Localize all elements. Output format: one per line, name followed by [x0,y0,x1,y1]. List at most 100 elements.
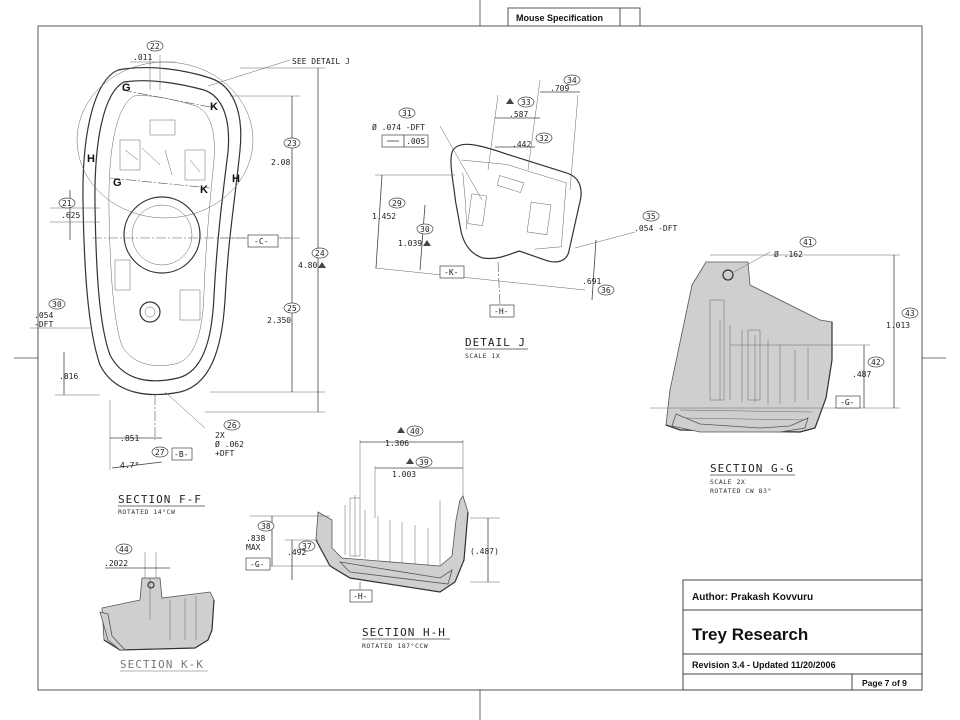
revision-field: Revision 3.4 - Updated 11/20/2006 [692,660,836,670]
section-gg-title: SECTION G-G [710,462,794,475]
svg-text:22: 22 [150,42,160,51]
svg-text:-K-: -K- [444,268,458,277]
svg-text:27: 27 [155,448,165,457]
bubble-43: 43 [901,307,919,319]
bubble-44: 44 [115,543,133,555]
bubble-34: 34 [563,74,581,86]
section-kk-view: 44 .2022 SECTION K-K [99,543,215,672]
dim-1-039: 1.039 [398,239,422,248]
svg-text:26: 26 [227,421,237,430]
cut-label-h-right: H [232,173,240,185]
bubble-23: 23 [283,137,301,149]
dim-851: .851 [120,434,139,443]
svg-text:42: 42 [871,358,881,367]
svg-text:44: 44 [119,545,129,554]
svg-text:31: 31 [402,109,412,118]
dim-4-80: 4.80 [298,261,317,270]
dim-691: .691 [582,277,601,286]
bubble-36: 36 [597,284,615,296]
svg-text:32: 32 [539,134,549,143]
bubble-33: 33 [517,96,535,108]
cut-label-k-top: K [210,101,218,113]
dim-709: .709 [550,84,569,93]
svg-text:-B-: -B- [174,450,188,459]
bubble-42: 42 [867,356,885,368]
section-ff-view: G G H H K K -C- -B- SEE DETAIL J [30,40,350,516]
dim-625: .625 [61,211,80,220]
dim-1-003: 1.003 [392,470,416,479]
sheet-header: Mouse Specification [507,7,641,27]
svg-text:-G-: -G- [250,560,264,569]
company-name: Trey Research [692,625,808,644]
cut-label-g-top: G [122,82,131,94]
dim-492: .492 [287,548,306,557]
svg-text:30: 30 [52,300,62,309]
bubble-41: 41 [799,236,817,248]
dim-1-452: 1.452 [372,212,396,221]
dim-487: .487 [852,370,871,379]
datum-g-gg: -G- [835,395,861,409]
bubble-27: 27 [151,446,169,458]
datum-triangle-icon [318,262,326,268]
svg-text:30: 30 [420,225,430,234]
svg-text:36: 36 [601,286,611,295]
datum-c: -C- [247,234,279,248]
dim-816: .816 [59,372,78,381]
bubble-32: 32 [535,132,553,144]
detail-j-title: DETAIL J [465,336,526,349]
bubble-30-ff: 30 [48,298,66,310]
dim-442: .442 [512,140,531,149]
section-gg-scale: SCALE 2X [710,478,745,486]
datum-triangle-icon [406,458,414,464]
dim-487-ref: (.487) [470,547,499,556]
datum-triangle-icon [506,98,514,104]
bubble-31: 31 [398,107,416,119]
header-title: Mouse Specification [516,13,603,23]
bubble-25: 25 [283,302,301,314]
dim-838: .838 [246,534,265,543]
dim-max: MAX [246,543,261,552]
section-gg-rotation: ROTATED CW 83° [710,487,772,495]
svg-text:-C-: -C- [254,237,268,246]
section-hh-title: SECTION H-H [362,626,446,639]
bubble-24: 24 [311,247,329,259]
section-hh-subtitle: ROTATED 187°CCW [362,642,428,650]
cut-label-h-left: H [87,153,95,165]
see-detail-note: SEE DETAIL J [292,57,350,66]
section-gg-view: 41 Ø .162 43 1.013 42 .487 -G- SECTION G… [650,236,919,495]
section-ff-subtitle: ROTATED 14°CW [118,508,175,516]
bubble-37: 37 [298,540,316,552]
dim-4-7-deg: 4.7° [120,461,139,470]
svg-text:-H-: -H- [353,592,367,601]
dim-587: .587 [509,110,528,119]
bubble-39: 39 [415,456,433,468]
bubble-21: 21 [58,197,76,209]
svg-text:40: 40 [410,427,420,436]
svg-text:35: 35 [646,212,656,221]
svg-text:39: 39 [419,458,429,467]
note-054-dft: .054 -DFT [634,224,678,233]
svg-text:29: 29 [392,199,402,208]
note-2x: 2X [215,431,225,440]
detail-j-subtitle: SCALE 1X [465,352,500,360]
datum-triangle-icon [423,240,431,246]
flatness-frame: .005 [381,134,429,148]
bubble-40: 40 [406,425,424,437]
tolerance-005: .005 [406,137,425,146]
bubble-22: 22 [146,40,164,52]
dim-054: .054 [34,311,53,320]
note-dia-062: Ø .062 [215,439,244,449]
section-ff-title: SECTION F-F [118,493,202,506]
note-plus-dft: +DFT [215,449,234,458]
dim-011: .011 [133,53,152,62]
dim-1-306: 1.306 [385,439,409,448]
cut-label-g-bottom: G [113,177,122,189]
note-minus-dft: -DFT [34,320,53,329]
datum-b: -B- [171,447,193,461]
svg-text:-G-: -G- [840,398,854,407]
svg-text:43: 43 [905,309,915,318]
svg-text:41: 41 [803,238,813,247]
svg-text:23: 23 [287,139,297,148]
datum-h-j: -H- [489,304,515,318]
